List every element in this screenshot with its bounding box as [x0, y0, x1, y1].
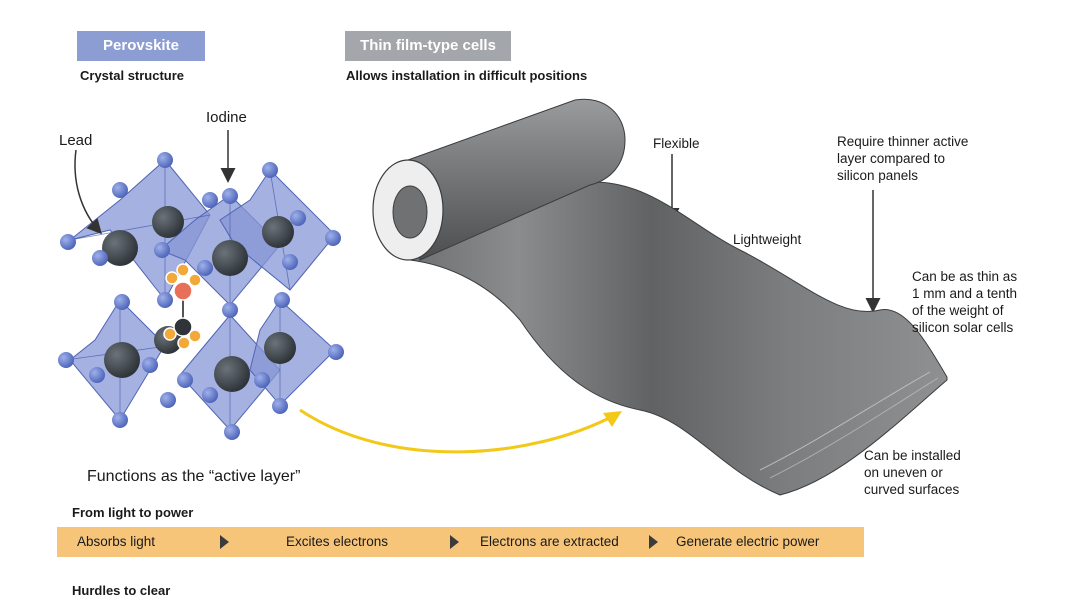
- thin-film-roll: [372, 98, 948, 496]
- step-arrow-icon: [220, 535, 229, 549]
- uneven-surfaces-label: Can be installed on uneven or curved sur…: [864, 448, 961, 497]
- step-absorbs-light: Absorbs light: [77, 534, 156, 549]
- process-flow-bar: Absorbs light Excites electrons Electron…: [57, 527, 864, 557]
- step-excites-electrons: Excites electrons: [286, 534, 389, 549]
- iodine-label: Iodine: [206, 109, 247, 126]
- organic-cation: [163, 263, 202, 350]
- crystal-structure-graphic: [58, 152, 344, 440]
- connector-arrow: [299, 408, 616, 454]
- flexible-label: Flexible: [653, 136, 700, 151]
- step-arrow-icon: [450, 535, 459, 549]
- film-sheet: [409, 181, 948, 496]
- installation-subtitle: Allows installation in difficult positio…: [346, 68, 588, 83]
- thin-film-tag: Thin film-type cells: [345, 31, 511, 61]
- step-generate-power: Generate electric power: [676, 534, 820, 549]
- lead-label: Lead: [59, 132, 93, 149]
- crystal-structure-subtitle: Crystal structure: [80, 68, 185, 83]
- roll-cylinder: [407, 98, 626, 261]
- iodine-atoms: [58, 152, 344, 440]
- thinner-layer-label: Require thinner active layer compared to…: [837, 134, 969, 183]
- lightweight-label: Lightweight: [733, 232, 802, 247]
- process-title: From light to power: [72, 505, 194, 520]
- step-arrow-icon: [649, 535, 658, 549]
- roll-core: [392, 185, 428, 239]
- perovskite-tag: Perovskite: [77, 31, 205, 61]
- thin-as-label: Can be as thin as 1 mm and a tenth of th…: [912, 269, 1018, 335]
- lead-pointer-arrow: [74, 149, 103, 235]
- step-electrons-extracted: Electrons are extracted: [480, 534, 619, 549]
- active-layer-caption: Functions as the “active layer”: [87, 468, 301, 485]
- hurdles-title: Hurdles to clear: [72, 583, 171, 598]
